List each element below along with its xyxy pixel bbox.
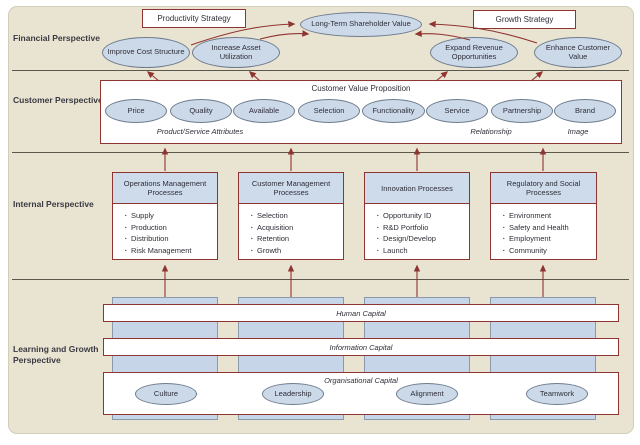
improve-cost-structure-node: Improve Cost Structure [102,37,190,68]
bullet-icon [121,245,131,257]
list-item: Production [121,222,215,234]
leadership-node: Leadership [262,383,324,405]
brand-node: Brand [554,99,616,123]
available-node: Available [233,99,295,123]
list-item: Retention [247,233,341,245]
bullet-icon [247,210,257,222]
regulatory-social-processes-title: Regulatory and Social Processes [491,173,596,204]
bullet-icon [499,222,509,234]
innovation-processes-title: Innovation Processes [365,173,469,204]
information-capital-label: Information Capital [329,343,393,352]
human-capital-label: Human Capital [336,309,386,318]
list-item: Acquisition [247,222,341,234]
list-item: Safety and Health [499,222,594,234]
functionality-node: Functionality [362,99,425,123]
list-item: Employment [499,233,594,245]
regulatory-social-processes-box: Regulatory and Social Processes Environm… [490,172,597,260]
bullet-icon [373,210,383,222]
productivity-strategy-box: Productivity Strategy [142,9,246,28]
list-item: Launch [373,245,467,257]
growth-strategy-box: Growth Strategy [473,10,576,29]
teamwork-node: Teamwork [526,383,588,405]
information-capital-bar: Information Capital [103,338,619,356]
customer-perspective-label: Customer Perspective [13,95,103,105]
learning-perspective-label: Learning and Growth Perspective [13,344,99,365]
operations-management-processes-title: Operations Management Processes [113,173,217,204]
divider-internal-learning [12,279,629,280]
list-item: Design/Develop [373,233,467,245]
human-capital-bar: Human Capital [103,304,619,322]
list-item: Opportunity ID [373,210,467,222]
image-label: Image [567,127,589,136]
bullet-icon [373,245,383,257]
list-item: Distribution [121,233,215,245]
enhance-customer-value-node: Enhance Customer Value [534,37,622,68]
operations-management-processes-box: Operations Management Processes Supply P… [112,172,218,260]
selection-node: Selection [298,99,360,123]
product-service-attributes-label: Product/Service Attributes [156,127,244,136]
bullet-icon [121,233,131,245]
quality-node: Quality [170,99,232,123]
relationship-label: Relationship [470,127,512,136]
list-item: Selection [247,210,341,222]
list-item: Community [499,245,594,257]
list-item: Growth [247,245,341,257]
price-node: Price [105,99,167,123]
divider-customer-internal [12,152,629,153]
customer-value-proposition-title: Customer Value Proposition [311,84,411,93]
bullet-icon [247,233,257,245]
list-item: Environment [499,210,594,222]
bullet-icon [499,233,509,245]
customer-management-processes-title: Customer Management Processes [239,173,343,204]
organisational-capital-label: Organisational Capital [324,376,398,385]
bullet-icon [373,233,383,245]
expand-revenue-opportunities-node: Expand Revenue Opportunities [430,37,518,68]
financial-perspective-label: Financial Perspective [13,33,100,43]
increase-asset-utilization-node: Increase Asset Utilization [192,37,280,68]
long-term-shareholder-value-node: Long-Term Shareholder Value [300,12,422,37]
bullet-icon [499,245,509,257]
bullet-icon [247,245,257,257]
bullet-icon [499,210,509,222]
bullet-icon [373,222,383,234]
culture-node: Culture [135,383,197,405]
bullet-icon [121,210,131,222]
list-item: R&D Portfolio [373,222,467,234]
partnership-node: Partnership [491,99,553,123]
bullet-icon [247,222,257,234]
list-item: Supply [121,210,215,222]
divider-financial-customer [12,70,629,71]
innovation-processes-box: Innovation Processes Opportunity ID R&D … [364,172,470,260]
customer-management-processes-box: Customer Management Processes Selection … [238,172,344,260]
service-node: Service [426,99,488,123]
bullet-icon [121,222,131,234]
alignment-node: Alignment [396,383,458,405]
internal-perspective-label: Internal Perspective [13,199,94,209]
list-item: Risk Management [121,245,215,257]
